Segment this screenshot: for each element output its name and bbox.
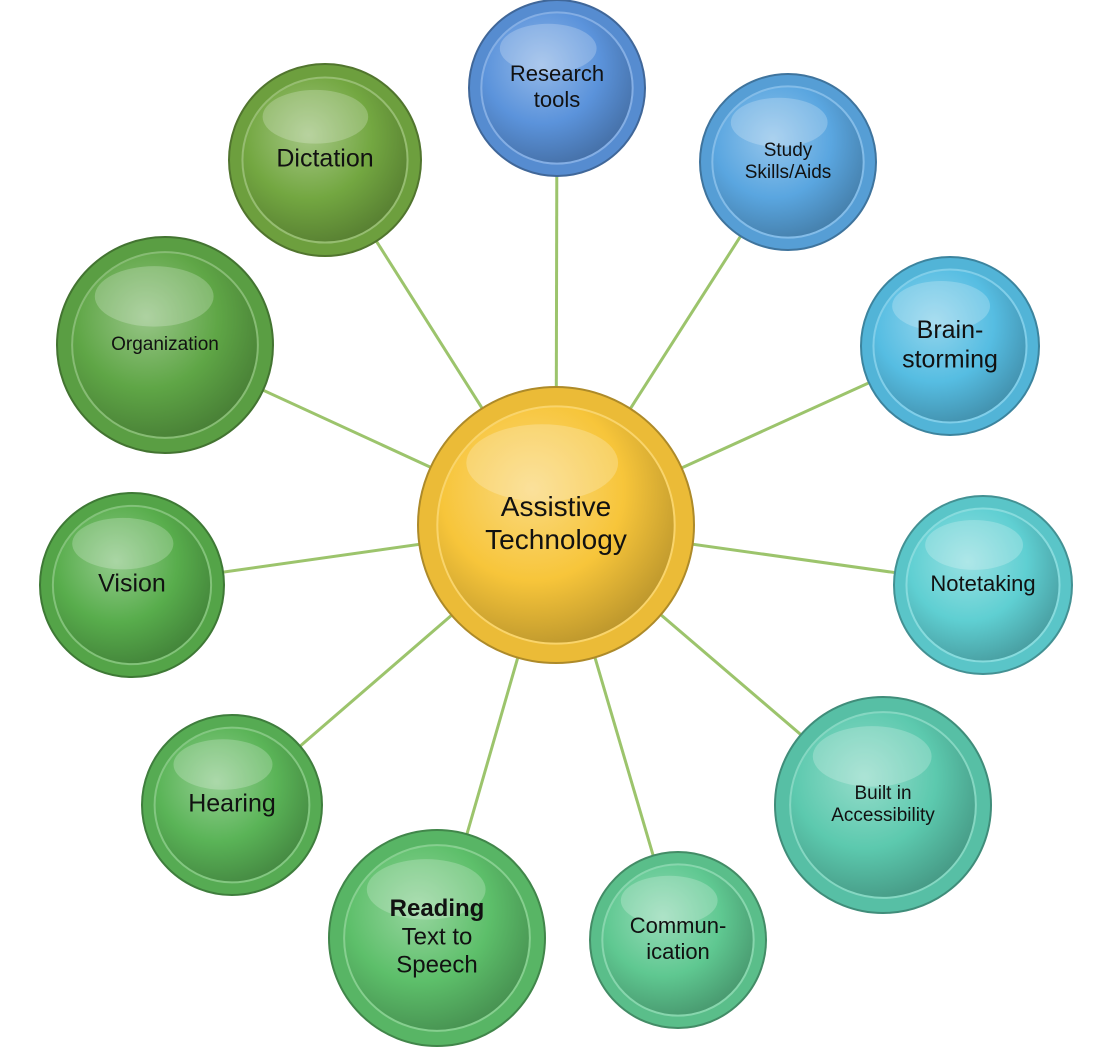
node-disc	[711, 85, 865, 239]
node-gloss	[730, 97, 828, 148]
node-label-line: Hearing	[188, 790, 276, 818]
node-label-line: Built in	[854, 783, 911, 804]
nodes: ResearchtoolsStudySkills/AidsBrain-storm…	[39, 0, 1073, 1047]
node-label-line: Technology	[485, 524, 627, 555]
node-disc	[153, 726, 311, 884]
node-gloss	[262, 89, 369, 144]
node-label-line: Notetaking	[930, 571, 1035, 596]
node-gloss	[499, 23, 597, 74]
node-label-line: Research	[510, 61, 604, 86]
node-label-line: Speech	[396, 952, 477, 979]
node-label-line: Text to	[402, 923, 473, 950]
node-gloss	[72, 517, 174, 570]
node-label-line: Assistive	[501, 491, 611, 522]
node-gloss	[812, 726, 932, 787]
node-label-line: Organization	[111, 334, 219, 355]
node-label-line: ication	[646, 939, 710, 964]
node-gloss	[620, 875, 718, 926]
node-label-line: Brain-	[917, 316, 984, 344]
node-disc	[241, 76, 409, 244]
node-disc	[872, 268, 1028, 424]
node-disc	[51, 504, 213, 666]
node-label-line: Vision	[98, 570, 166, 598]
node-gloss	[925, 520, 1024, 570]
node-label-line: storming	[902, 345, 998, 373]
node-brainstorming[interactable]: Brain-storming	[860, 256, 1040, 436]
node-gloss	[366, 859, 486, 920]
node-label-line: Commun-	[630, 913, 727, 938]
node-dictation[interactable]: Dictation	[228, 63, 422, 257]
node-communication[interactable]: Commun-ication	[589, 851, 767, 1029]
node-disc	[436, 405, 676, 645]
node-gloss	[94, 266, 214, 327]
node-label-line: Reading	[390, 895, 485, 922]
node-disc	[480, 11, 634, 165]
node-notetaking[interactable]: Notetaking	[893, 495, 1073, 675]
node-disc	[789, 711, 977, 899]
node-label-line: Skills/Aids	[745, 162, 832, 183]
node-gloss	[892, 281, 991, 331]
node-label-line: tools	[534, 87, 580, 112]
node-label-line: Dictation	[276, 145, 373, 173]
node-disc	[905, 507, 1061, 663]
node-label-line: Study	[764, 140, 813, 161]
node-gloss	[173, 739, 273, 790]
node-disc	[601, 863, 755, 1017]
node-label-line: Accessibility	[831, 805, 935, 826]
node-disc	[343, 844, 531, 1032]
node-hearing[interactable]: Hearing	[141, 714, 323, 896]
node-vision[interactable]: Vision	[39, 492, 225, 678]
node-organization[interactable]: Organization	[56, 236, 274, 454]
node-disc	[71, 251, 259, 439]
node-gloss	[466, 424, 619, 502]
